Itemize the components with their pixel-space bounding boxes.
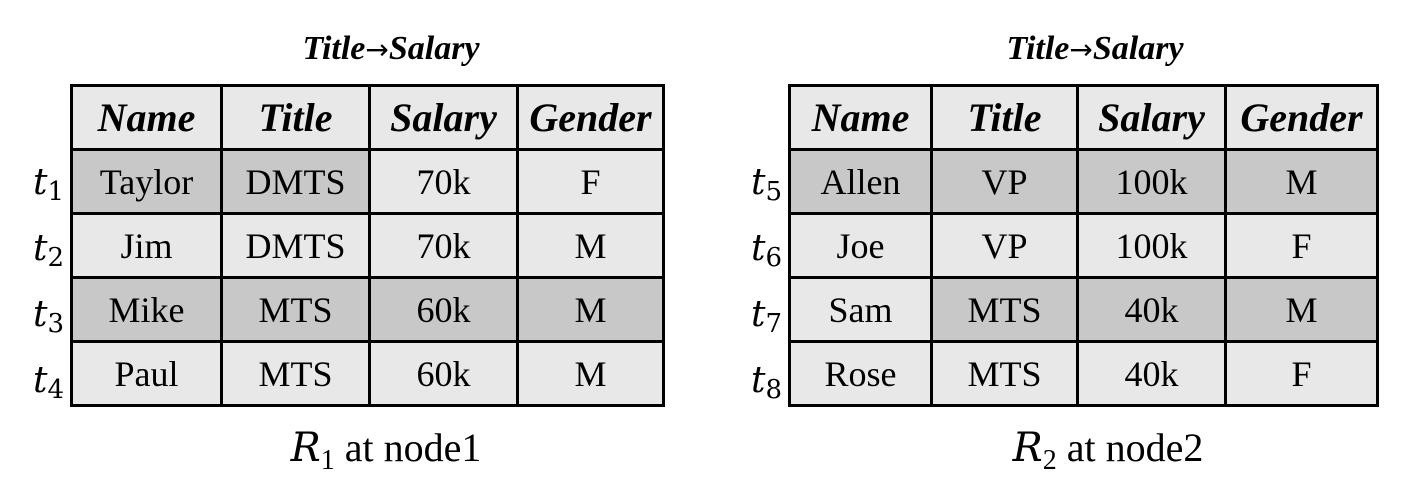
tuple-label: t5 [738, 162, 782, 207]
tuple-id: 8 [765, 375, 782, 405]
cell-name: Allen [788, 148, 933, 215]
header-salary: Salary [368, 84, 519, 151]
header-name: Name [788, 84, 933, 151]
tuple-id: 6 [765, 243, 782, 273]
tuple-symbol: t [750, 162, 766, 203]
header-salary: Salary [1076, 84, 1227, 151]
table-row: Paul MTS 60k M [70, 340, 665, 407]
cell-salary: 60k [368, 276, 519, 343]
header-title: Title [220, 84, 371, 151]
cell-gender: M [516, 340, 665, 407]
header-row: Name Title Salary Gender [788, 84, 1379, 151]
tuple-id: 2 [47, 243, 64, 273]
tuple-symbol: t [750, 360, 766, 401]
fd-arrow: → [365, 33, 389, 66]
tuple-label: t8 [738, 360, 782, 405]
tuple-label: t2 [20, 228, 64, 273]
caption-r2: R2 at node2 [908, 424, 1308, 477]
tuple-id: 1 [47, 177, 64, 207]
tuple-id: 4 [47, 375, 64, 405]
fd-label-r1: Title→Salary [241, 30, 541, 68]
table-row: Taylor DMTS 70k F [70, 148, 665, 215]
cell-title: MTS [220, 276, 371, 343]
table-row: Allen VP 100k M [788, 148, 1379, 215]
tuple-symbol: t [32, 228, 48, 269]
cell-name: Jim [70, 212, 223, 279]
cell-title: MTS [220, 340, 371, 407]
tuple-label: t7 [738, 294, 782, 339]
cell-name: Sam [788, 276, 933, 343]
cell-salary: 60k [368, 340, 519, 407]
fd-lhs: Title [1006, 30, 1070, 67]
header-row: Name Title Salary Gender [70, 84, 665, 151]
header-gender: Gender [516, 84, 665, 151]
relation-index: 2 [1042, 445, 1057, 476]
cell-name: Taylor [70, 148, 223, 215]
cell-gender: M [516, 212, 665, 279]
cell-salary: 40k [1076, 276, 1227, 343]
cell-title: MTS [930, 340, 1079, 407]
cell-name: Rose [788, 340, 933, 407]
table-row: Sam MTS 40k M [788, 276, 1379, 343]
fd-rhs: Salary [1092, 30, 1184, 67]
cell-salary: 70k [368, 212, 519, 279]
table-row: Jim DMTS 70k M [70, 212, 665, 279]
header-name: Name [70, 84, 223, 151]
cell-salary: 100k [1076, 212, 1227, 279]
fd-lhs: Title [302, 30, 366, 67]
tuple-label: t6 [738, 228, 782, 273]
tuple-id: 7 [765, 309, 782, 339]
cell-title: MTS [930, 276, 1079, 343]
header-title: Title [930, 84, 1079, 151]
table-row: Joe VP 100k F [788, 212, 1379, 279]
cell-gender: F [1224, 340, 1379, 407]
tuple-label: t1 [20, 162, 64, 207]
fd-label-r2: Title→Salary [945, 30, 1245, 68]
cell-gender: M [516, 276, 665, 343]
cell-salary: 40k [1076, 340, 1227, 407]
caption-text: at node1 [344, 425, 482, 470]
cell-name: Paul [70, 340, 223, 407]
tuple-symbol: t [32, 360, 48, 401]
cell-gender: F [516, 148, 665, 215]
relation-table-r1: Name Title Salary Gender Taylor DMTS 70k… [70, 84, 665, 407]
cell-title: DMTS [220, 212, 371, 279]
cell-title: DMTS [220, 148, 371, 215]
tuple-label: t4 [20, 360, 64, 405]
fd-rhs: Salary [388, 30, 480, 67]
tuple-symbol: t [32, 294, 48, 335]
relation-index: 1 [320, 445, 335, 476]
cell-title: VP [930, 148, 1079, 215]
cell-gender: F [1224, 212, 1379, 279]
header-gender: Gender [1224, 84, 1379, 151]
tuple-symbol: t [750, 228, 766, 269]
table-row: Mike MTS 60k M [70, 276, 665, 343]
fd-arrow: → [1069, 33, 1093, 66]
table-row: Rose MTS 40k F [788, 340, 1379, 407]
cell-gender: M [1224, 148, 1379, 215]
cell-gender: M [1224, 276, 1379, 343]
cell-name: Mike [70, 276, 223, 343]
relation-symbol: R [290, 425, 321, 471]
relation-table-r2: Name Title Salary Gender Allen VP 100k M… [788, 84, 1379, 407]
cell-salary: 100k [1076, 148, 1227, 215]
caption-r1: R1 at node1 [186, 424, 586, 477]
cell-name: Joe [788, 212, 933, 279]
tuple-symbol: t [750, 294, 766, 335]
tuple-id: 3 [47, 309, 64, 339]
tuple-id: 5 [765, 177, 782, 207]
tuple-label: t3 [20, 294, 64, 339]
cell-salary: 70k [368, 148, 519, 215]
caption-text: at node2 [1066, 425, 1204, 470]
cell-title: VP [930, 212, 1079, 279]
tuple-symbol: t [32, 162, 48, 203]
relation-symbol: R [1012, 425, 1043, 471]
